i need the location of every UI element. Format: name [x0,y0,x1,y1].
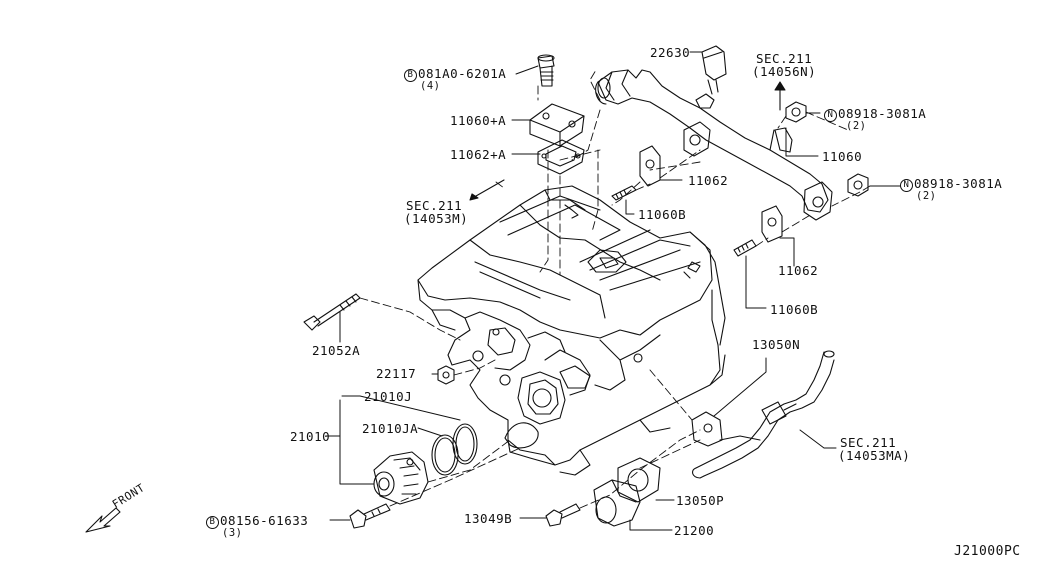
gasket-13050P [617,457,661,503]
o-ring-21010J [452,423,478,465]
label-bolt-081A0-qty: (4) [420,80,441,92]
label-11062-a: 11062 [688,173,729,188]
nut-08918-b [847,173,869,197]
bolt-08156-code: 08156-61633 [220,513,309,528]
label-sec211-left-ref: (14053M) [404,211,469,226]
nut-marker-icon: N [900,179,913,192]
label-nut-08918-a-qty: (2) [846,120,867,132]
engine-block [417,185,726,476]
o-ring-21010JA [431,434,459,476]
label-21010JA: 21010JA [362,421,419,436]
thermostat-housing-21200 [593,479,641,527]
water-outlet-pipe [595,69,833,221]
front-arrow-icon [85,507,121,533]
label-13049B: 13049B [464,511,513,526]
bolt-081A0 [537,54,555,87]
label-11062-b: 11062 [778,263,819,278]
label-11060B-b: 11060B [770,302,819,317]
nut-08918-a-code: 08918-3081A [838,106,927,121]
leader-lines [325,51,901,531]
label-21010J: 21010J [364,389,413,404]
label-21010: 21010 [290,429,331,444]
bolt-081A0-code: 081A0-6201A [418,66,507,81]
label-sec211-top: SEC.211 [756,51,813,66]
diagram-code: J21000PC [954,544,1021,559]
cover-plate-11060A [529,103,585,147]
nut-08918-b-code: 08918-3081A [914,176,1003,191]
label-22630: 22630 [650,45,691,60]
bolt-marker-icon: B [404,69,417,82]
label-sec211-left: SEC.211 [406,198,463,213]
bolt-marker-icon: B [206,516,219,529]
dashed-guides [359,69,871,509]
gasket-11062-a [639,145,661,187]
bolt-13049B [545,503,581,527]
label-22117: 22117 [376,366,417,381]
label-sec211-right-ref: (14053MA) [838,448,911,463]
stud-11060B-b [733,239,757,257]
temperature-sensor-22630 [701,45,727,95]
label-sec211-top-ref: (14056N) [752,64,817,79]
label-bolt-08156-qty: (3) [222,527,243,539]
bolt-08156 [349,503,391,529]
label-11060: 11060 [822,149,863,164]
nut-marker-icon: N [824,109,837,122]
nut-08918-a [785,101,807,123]
stud-11060B-a [611,185,637,201]
arrow-down-left-icon [469,179,505,201]
bolt-21052A [303,293,361,331]
label-13050N: 13050N [752,337,801,352]
label-21052A: 21052A [312,343,361,358]
arrow-up-icon [774,81,786,111]
gasket-11062-b [761,205,783,243]
bypass-pipe [691,350,835,479]
label-21200: 21200 [674,523,715,538]
label-11060A: 11060+A [450,113,507,128]
label-sec211-right: SEC.211 [840,435,897,450]
water-pump-21010 [373,451,429,505]
label-11060B-a: 11060B [638,207,687,222]
plug-22117 [437,365,455,385]
label-13050P: 13050P [676,493,725,508]
gasket-11062A [537,139,585,175]
label-nut-08918-b-qty: (2) [916,190,937,202]
label-11062A: 11062+A [450,147,507,162]
